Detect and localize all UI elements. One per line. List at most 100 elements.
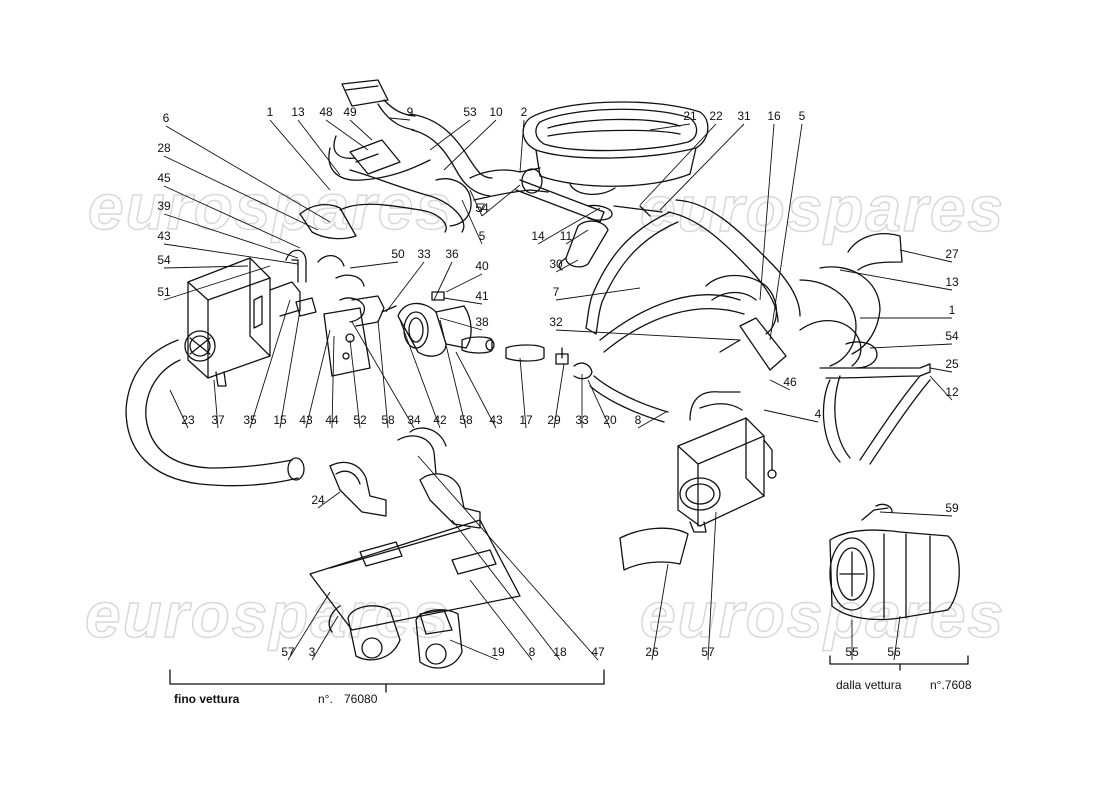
callout-label: 30 [549,257,563,271]
long-drain-pipes [585,211,745,353]
leader-line [759,123,775,301]
leader-line [469,189,483,217]
callout-label: 55 [845,645,859,659]
leader-line [439,317,483,331]
callout-label: 2 [521,105,528,119]
leader-line [279,309,301,429]
leader-line [443,119,497,171]
callout-label: 23 [181,413,195,427]
callout-label: 26 [645,645,659,659]
y-connector [469,167,549,201]
callout-label: 9 [407,105,414,119]
left-flexible-hose [125,339,305,487]
callout-label: 54 [157,253,171,267]
callout-label: 20 [603,413,617,427]
leader-line [439,319,467,429]
watermark-top-right: eurospares [639,172,1006,246]
callout-label: 5 [479,229,486,243]
callout-label: 3 [309,645,316,659]
callout-label: 48 [319,105,333,119]
callout-label: 8 [529,645,536,659]
leader-line [305,329,331,429]
callout-label: 31 [737,109,751,123]
callout-label: 57 [701,645,715,659]
callout-label: 53 [463,105,477,119]
leader-line [461,199,483,245]
callout-label: 52 [353,413,367,427]
callout-label: 59 [945,501,959,515]
leader-line [555,259,579,273]
callout-label: 42 [433,413,447,427]
callout-label: 15 [273,413,287,427]
caption-brackets [169,655,969,693]
leader-line [451,519,561,661]
leader-line [565,229,589,245]
callout-label: 56 [887,645,901,659]
callout-label: 45 [157,171,171,185]
right-heater-box [677,391,777,533]
right-hose-20 [589,375,669,423]
callout-label: 13 [945,275,959,289]
left-duct-assembly [299,113,493,240]
callout-label: 19 [491,645,505,659]
callout-label: 50 [391,247,405,261]
callout-label: 49 [343,105,357,119]
leader-line [537,207,601,245]
callout-label: 43 [157,229,171,243]
leader-line [249,299,291,429]
leader-line [839,269,953,291]
leader-line [879,511,953,517]
callout-label: 41 [475,289,489,303]
callout-label: 37 [211,413,225,427]
small-duct-47 [619,527,689,571]
leader-line [763,409,819,423]
left-heater-box [184,249,365,387]
leader-line [929,375,953,401]
leader-line [213,379,219,429]
bottom-blowers [328,605,463,669]
leader-line [869,343,953,349]
leader-line [893,615,901,661]
bottom-panel [309,519,521,631]
callout-label: 7 [479,201,486,215]
leader-line [519,357,527,429]
leader-line [417,455,599,661]
callout-label: 22 [709,109,723,123]
leader-line [899,249,953,263]
callout-label: 25 [945,357,959,371]
callout-label: 14 [531,229,545,243]
leader-line [639,123,717,206]
callout-label: 43 [299,413,313,427]
watermark-bottom-right: eurospares [639,578,1006,652]
leader-line [165,125,331,223]
callout-label: 38 [475,315,489,329]
leader-line [163,243,299,265]
callout-label: 4 [815,407,822,421]
leader-line [469,579,533,661]
leader-line [287,591,331,661]
leader-line [349,339,361,429]
callout-label: 35 [243,413,257,427]
caption-right-prefix: dalla vettura [836,678,902,692]
callout-label: 1 [267,105,274,119]
callout-label: 16 [767,109,781,123]
leader-line [659,123,745,211]
leader-line [331,335,335,429]
callout-label: 1 [949,303,956,317]
leader-line [553,363,565,429]
leader-line [269,119,331,191]
callout-label: 36 [445,247,459,261]
callout-label: 18 [553,645,567,659]
leader-lines [163,117,953,661]
caption-left-prefix: fino vettura [174,692,240,706]
leader-line [399,319,441,429]
leader-line [637,411,667,429]
parts-drawing [125,79,969,693]
callout-label: 32 [549,315,563,329]
callout-label: 33 [417,247,431,261]
center-hoses [515,179,663,271]
leader-line [389,117,411,121]
leader-line [163,185,301,249]
